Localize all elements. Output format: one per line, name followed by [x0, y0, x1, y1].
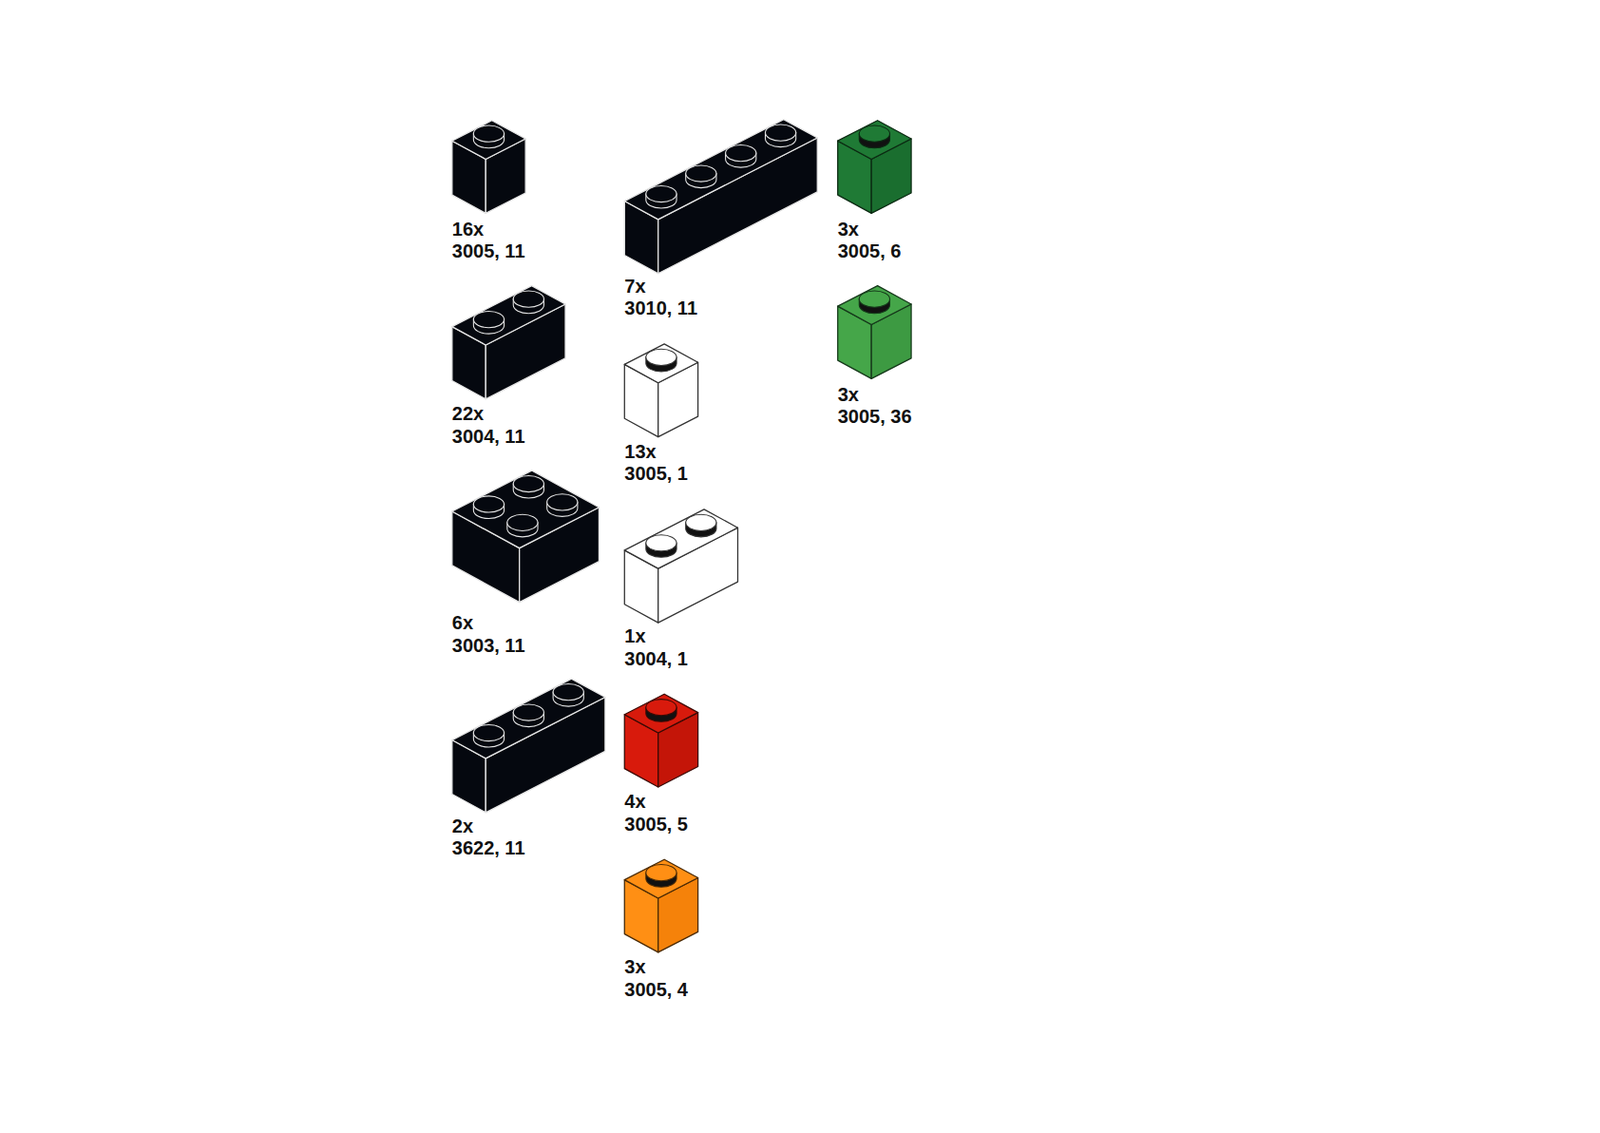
stud-top — [646, 185, 677, 202]
brick-stud — [858, 290, 890, 314]
brick-illustration — [624, 509, 738, 623]
brick-stud — [764, 124, 796, 148]
brick-illustration — [452, 120, 526, 214]
brick-stud — [473, 723, 504, 747]
stud-top — [764, 124, 796, 141]
brick-stud — [473, 495, 504, 519]
quantity-label: 16x — [452, 217, 484, 241]
part-number: 3005, 11 — [452, 239, 526, 263]
quantity-label: 4x — [624, 789, 646, 813]
brick-illustration — [624, 119, 818, 274]
brick-stud — [646, 348, 677, 372]
brick-top — [452, 120, 526, 160]
part-number: 3004, 1 — [624, 647, 688, 670]
quantity-label: 13x — [624, 439, 656, 463]
stud-top — [685, 165, 717, 182]
brick-stud — [646, 864, 677, 888]
stud-top — [513, 704, 544, 721]
quantity-label: 2x — [452, 814, 474, 838]
stud-top — [646, 864, 677, 881]
quantity-label: 3x — [838, 217, 859, 241]
brick-stud — [685, 165, 717, 189]
brick-stud — [513, 475, 544, 498]
part-number: 3005, 6 — [838, 239, 902, 263]
brick-stud — [725, 144, 757, 168]
brick-top — [452, 678, 606, 759]
brick-stud — [646, 185, 677, 209]
brick-illustration — [624, 343, 698, 438]
stud-top — [646, 534, 677, 552]
stud-top — [473, 723, 504, 741]
brick-top — [838, 120, 912, 160]
brick-stud — [513, 290, 544, 314]
brick-stud — [473, 125, 504, 149]
stud-top — [646, 348, 677, 365]
part-number: 3004, 11 — [452, 424, 526, 448]
part-number: 3010, 11 — [624, 296, 698, 320]
brick-top — [452, 285, 566, 345]
stud-top — [646, 699, 677, 716]
stud-top — [858, 290, 890, 307]
part-number: 3622, 11 — [452, 836, 526, 859]
stud-top — [473, 125, 504, 142]
brick-illustration — [624, 693, 698, 787]
brick-stud — [513, 704, 544, 727]
part-number: 3005, 4 — [624, 977, 688, 1001]
brick-illustration — [452, 470, 600, 603]
brick-stud — [473, 311, 504, 335]
quantity-label: 3x — [838, 382, 859, 406]
brick-top — [624, 343, 698, 383]
quantity-label: 7x — [624, 274, 646, 298]
part-number: 3005, 5 — [624, 812, 688, 836]
brick-top — [624, 509, 738, 569]
stud-top — [513, 475, 544, 492]
quantity-label: 6x — [452, 610, 474, 634]
brick-illustration — [452, 285, 566, 400]
part-number: 3005, 36 — [838, 404, 913, 428]
brick-top — [624, 119, 818, 220]
quantity-label: 22x — [452, 401, 484, 425]
part-number: 3003, 11 — [452, 633, 526, 657]
brick-top — [624, 858, 698, 898]
brick-top — [624, 693, 698, 733]
brick-stud — [685, 514, 717, 537]
brick-stud — [507, 514, 538, 537]
part-number: 3005, 1 — [624, 461, 688, 485]
brick-stud — [547, 494, 578, 517]
quantity-label: 1x — [624, 624, 646, 648]
brick-stud — [646, 534, 677, 558]
stud-top — [685, 514, 717, 531]
stud-top — [473, 495, 504, 513]
stud-top — [507, 514, 538, 531]
brick-illustration — [838, 120, 912, 214]
stud-top — [552, 683, 584, 700]
stud-top — [473, 311, 504, 328]
brick-illustration — [838, 285, 912, 380]
brick-stud — [552, 683, 584, 706]
brick-stud — [646, 699, 677, 723]
stud-top — [513, 290, 544, 307]
quantity-label: 3x — [624, 954, 646, 978]
stud-top — [725, 144, 757, 161]
brick-illustration — [452, 678, 606, 813]
stud-top — [547, 494, 578, 511]
brick-top — [452, 470, 600, 549]
brick-top — [838, 285, 912, 325]
brick-illustration — [624, 858, 698, 953]
brick-stud — [858, 125, 890, 149]
stud-top — [858, 125, 890, 142]
